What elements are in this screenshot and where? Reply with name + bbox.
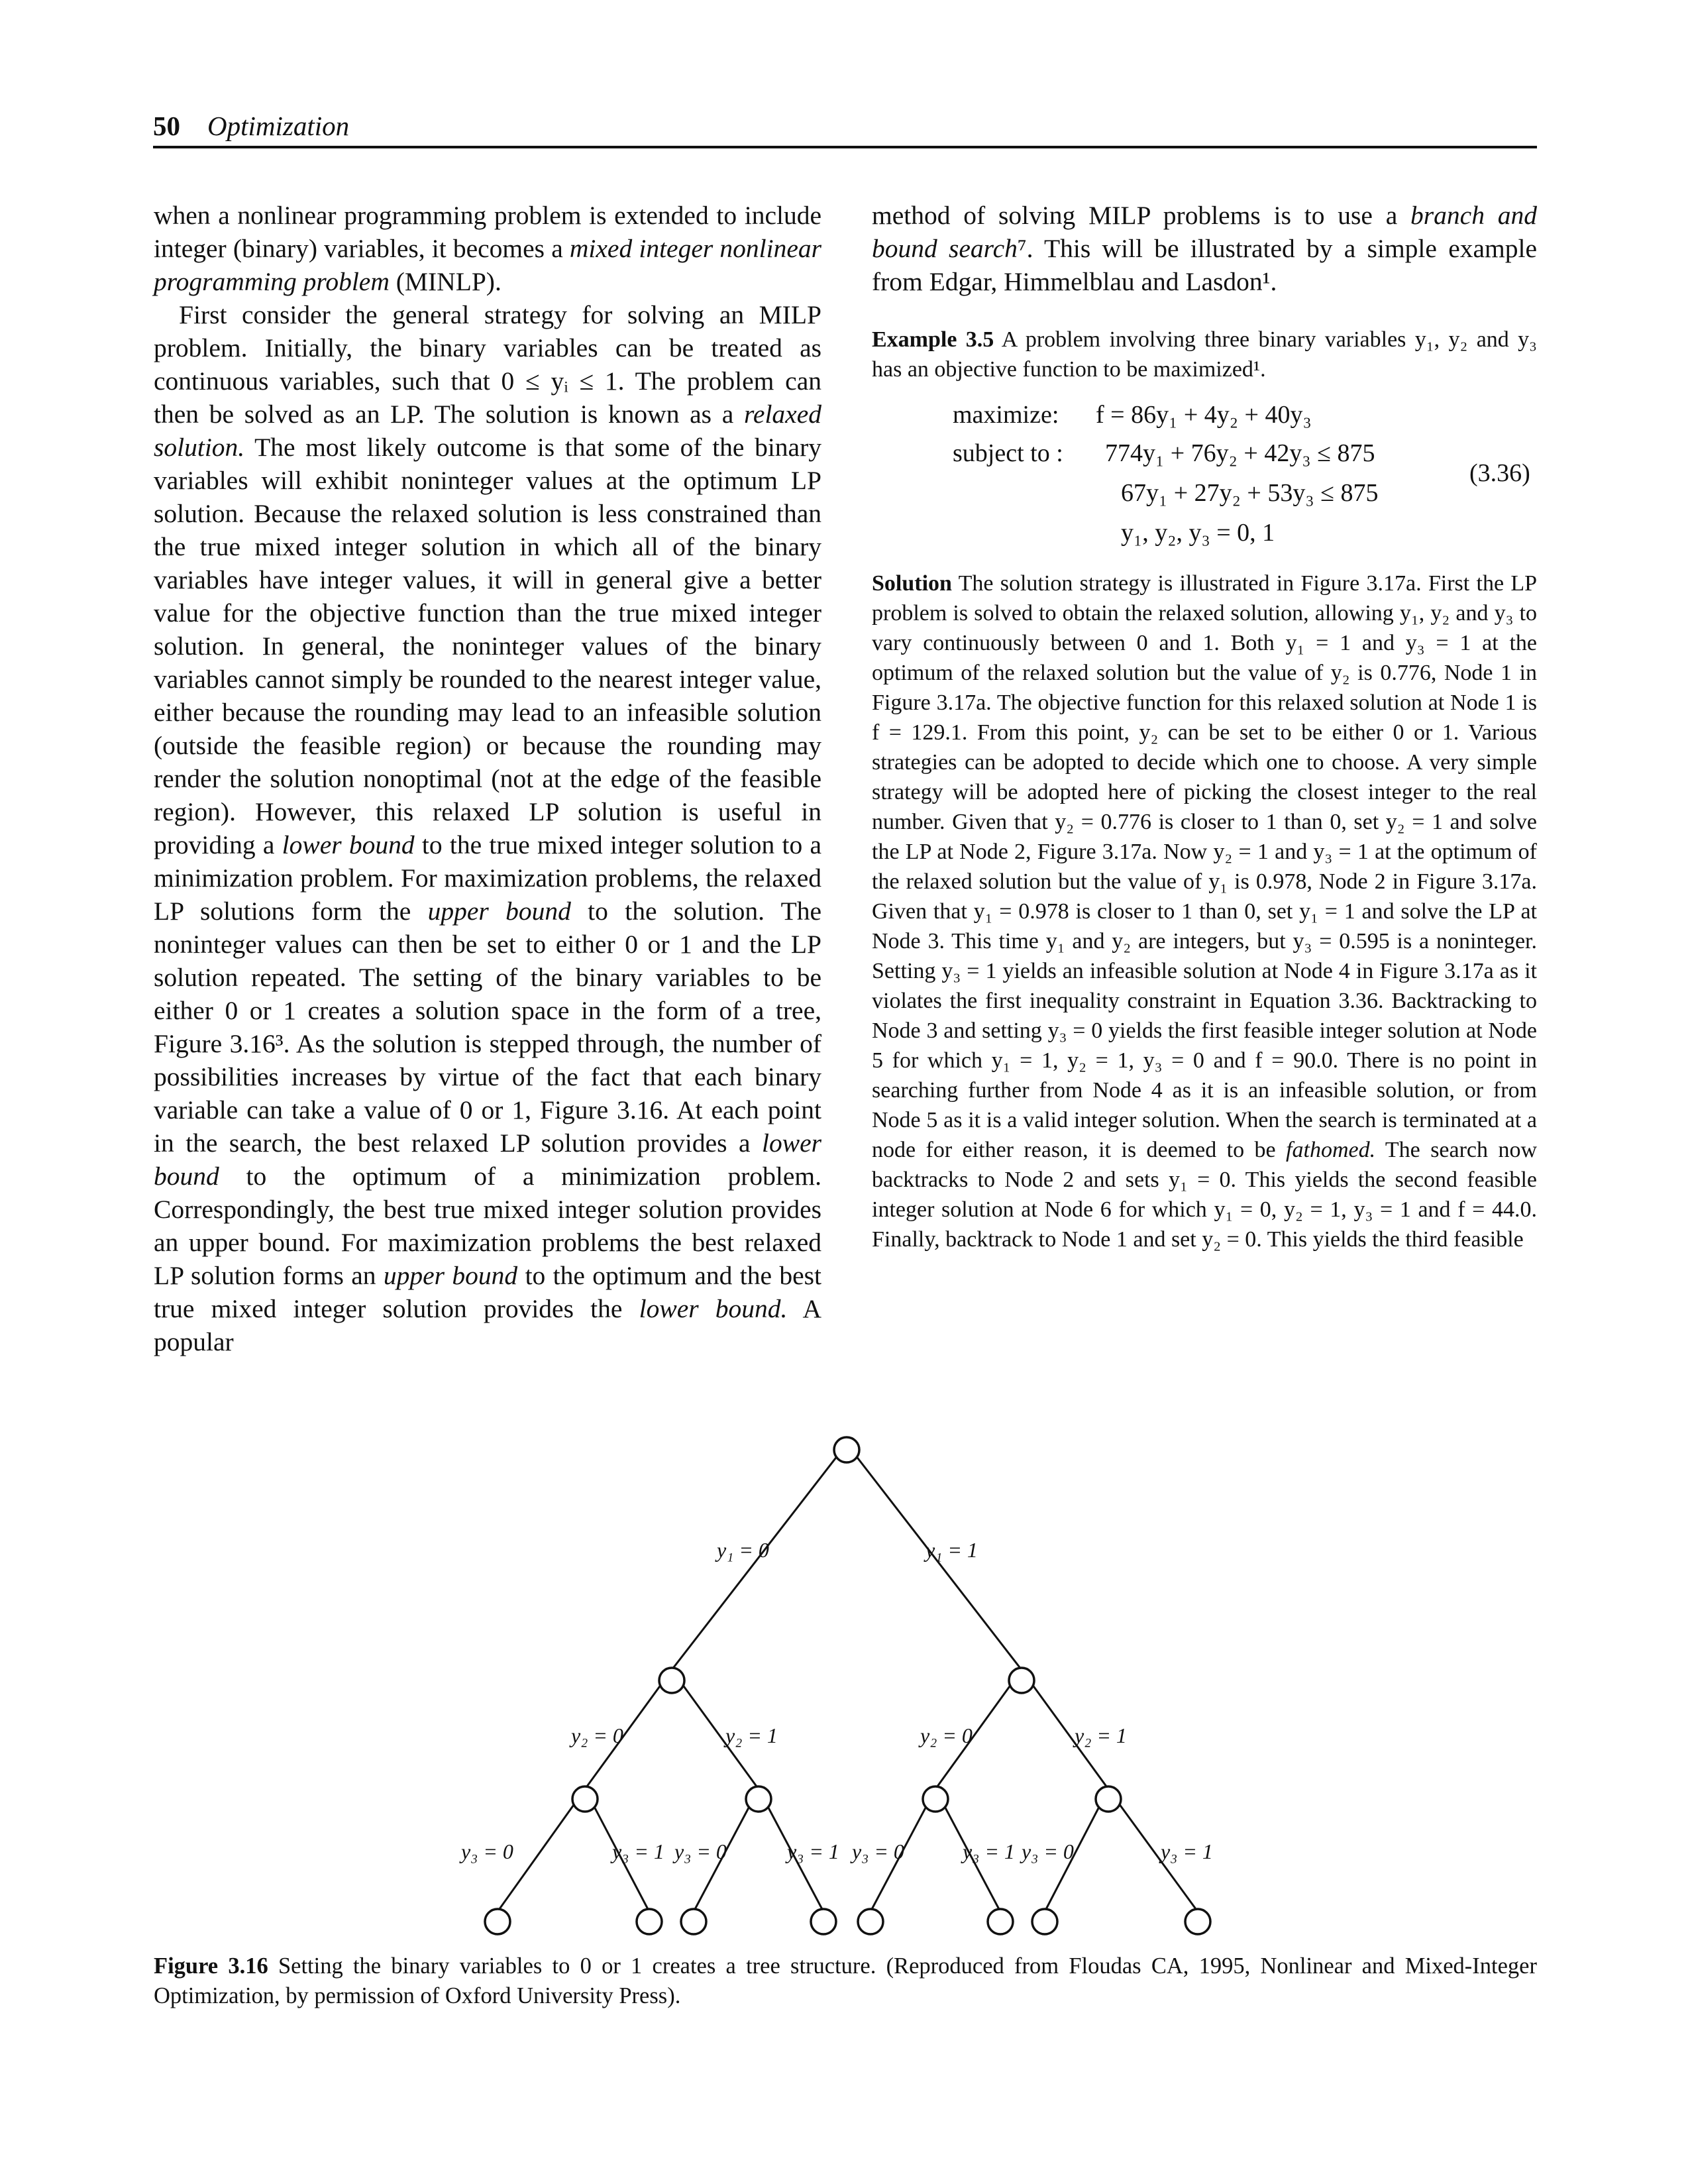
solution-text: Solution The solution strategy is illust…	[872, 571, 1538, 1252]
equation-3-36: maximize: f = 86y₁ + 4y₂ + 40y₃ subject …	[872, 396, 1537, 549]
constraint-2: 67y₁ + 27y₂ + 53y₃ ≤ 875	[1121, 479, 1379, 507]
tree-edge	[692, 1788, 760, 1912]
figure-caption: Figure 3.16 Setting the binary variables…	[154, 1951, 1537, 2011]
figure-3-16-tree: y₁ = 0 y₁ = 1 y₂ = 0 y₂ = 1 y₂ = 0 y₂ = …	[459, 1425, 1232, 1941]
tree-node-level-1	[658, 1666, 686, 1694]
constraint-binary: y₁, y₂, y₃ = 0, 1	[1121, 519, 1275, 547]
edge-label-y3-1: y₃ = 1	[1159, 1839, 1213, 1863]
paragraph-branch-and-bound: method of solving MILP problems is to us…	[872, 201, 1537, 296]
tree-node-leaf	[680, 1908, 708, 1936]
page-number: 50	[153, 111, 180, 141]
edge-label-y3-1: y₃ = 1	[610, 1839, 664, 1863]
running-title: Optimization	[207, 111, 350, 141]
tree-edge	[584, 1669, 673, 1790]
tree-node-leaf	[484, 1908, 511, 1936]
tree-node-leaf	[810, 1908, 837, 1936]
tree-node-level-2	[571, 1785, 599, 1813]
tree-node-level-2	[1094, 1785, 1122, 1813]
edge-label-y2-1: y₂ = 1	[1073, 1723, 1127, 1747]
tree-edge	[584, 1788, 651, 1912]
left-column: when a nonlinear programming problem is …	[154, 199, 821, 1358]
tree-edge	[757, 1788, 825, 1912]
edge-label-y3-1: y₃ = 1	[785, 1839, 839, 1863]
right-column: method of solving MILP problems is to us…	[872, 199, 1537, 1254]
edge-label-y1-1: y₁ = 1	[924, 1538, 978, 1562]
tree-node-root	[833, 1436, 861, 1464]
edge-label-y3-1: y₃ = 1	[961, 1839, 1015, 1863]
figure-caption-label: Figure 3.16	[154, 1953, 268, 1979]
binary-tree-diagram: y₁ = 0 y₁ = 1 y₂ = 0 y₂ = 1 y₂ = 0 y₂ = …	[459, 1436, 1213, 1936]
equation-number: (3.36)	[1469, 459, 1530, 487]
tree-edge	[670, 1449, 843, 1670]
tree-node-level-2	[922, 1785, 949, 1813]
tree-node-leaf	[986, 1908, 1014, 1936]
page-header: 50 Optimization	[153, 110, 1537, 150]
edge-label-y2-0: y₂ = 0	[569, 1723, 623, 1747]
edge-label-y1-0: y₁ = 0	[715, 1538, 769, 1562]
tree-edge	[1020, 1669, 1110, 1790]
tree-node-level-1	[1008, 1666, 1035, 1694]
example-statement: Example 3.5 A problem involving three bi…	[872, 327, 1537, 382]
tree-node-level-2	[745, 1785, 772, 1813]
tree-edge	[496, 1788, 586, 1912]
equation-label-maximize: maximize:	[953, 401, 1059, 429]
tree-edge	[934, 1788, 1002, 1912]
tree-edge	[1043, 1788, 1110, 1912]
paragraph-minlp: when a nonlinear programming problem is …	[154, 201, 821, 296]
tree-edge	[670, 1669, 760, 1790]
edge-label-y2-0: y₂ = 0	[918, 1723, 973, 1747]
edge-label-y3-0: y₃ = 0	[850, 1839, 904, 1863]
edge-label-y2-1: y₂ = 1	[723, 1723, 778, 1747]
equation-label-subject-to: subject to :	[953, 439, 1063, 467]
tree-edge	[934, 1669, 1023, 1790]
constraint-1: 774y₁ + 76y₂ + 42y₃ ≤ 875	[1105, 439, 1375, 467]
header-rule	[153, 146, 1537, 148]
figure-caption-text: Setting the binary variables to 0 or 1 c…	[154, 1953, 1537, 2008]
edge-label-y3-0: y₃ = 0	[672, 1839, 727, 1863]
tree-edge	[850, 1449, 1023, 1670]
objective-function: f = 86y₁ + 4y₂ + 40y₃	[1096, 401, 1312, 429]
paragraph-milp-strategy: First consider the general strategy for …	[154, 300, 822, 1356]
edge-label-y3-0: y₃ = 0	[1020, 1839, 1074, 1863]
tree-node-leaf	[857, 1908, 884, 1936]
tree-node-leaf	[635, 1908, 663, 1936]
tree-node-leaf	[1031, 1908, 1059, 1936]
edge-label-y3-0: y₃ = 0	[459, 1839, 513, 1863]
tree-edge	[1107, 1788, 1199, 1912]
tree-edge	[869, 1788, 937, 1912]
tree-node-leaf	[1184, 1908, 1212, 1936]
